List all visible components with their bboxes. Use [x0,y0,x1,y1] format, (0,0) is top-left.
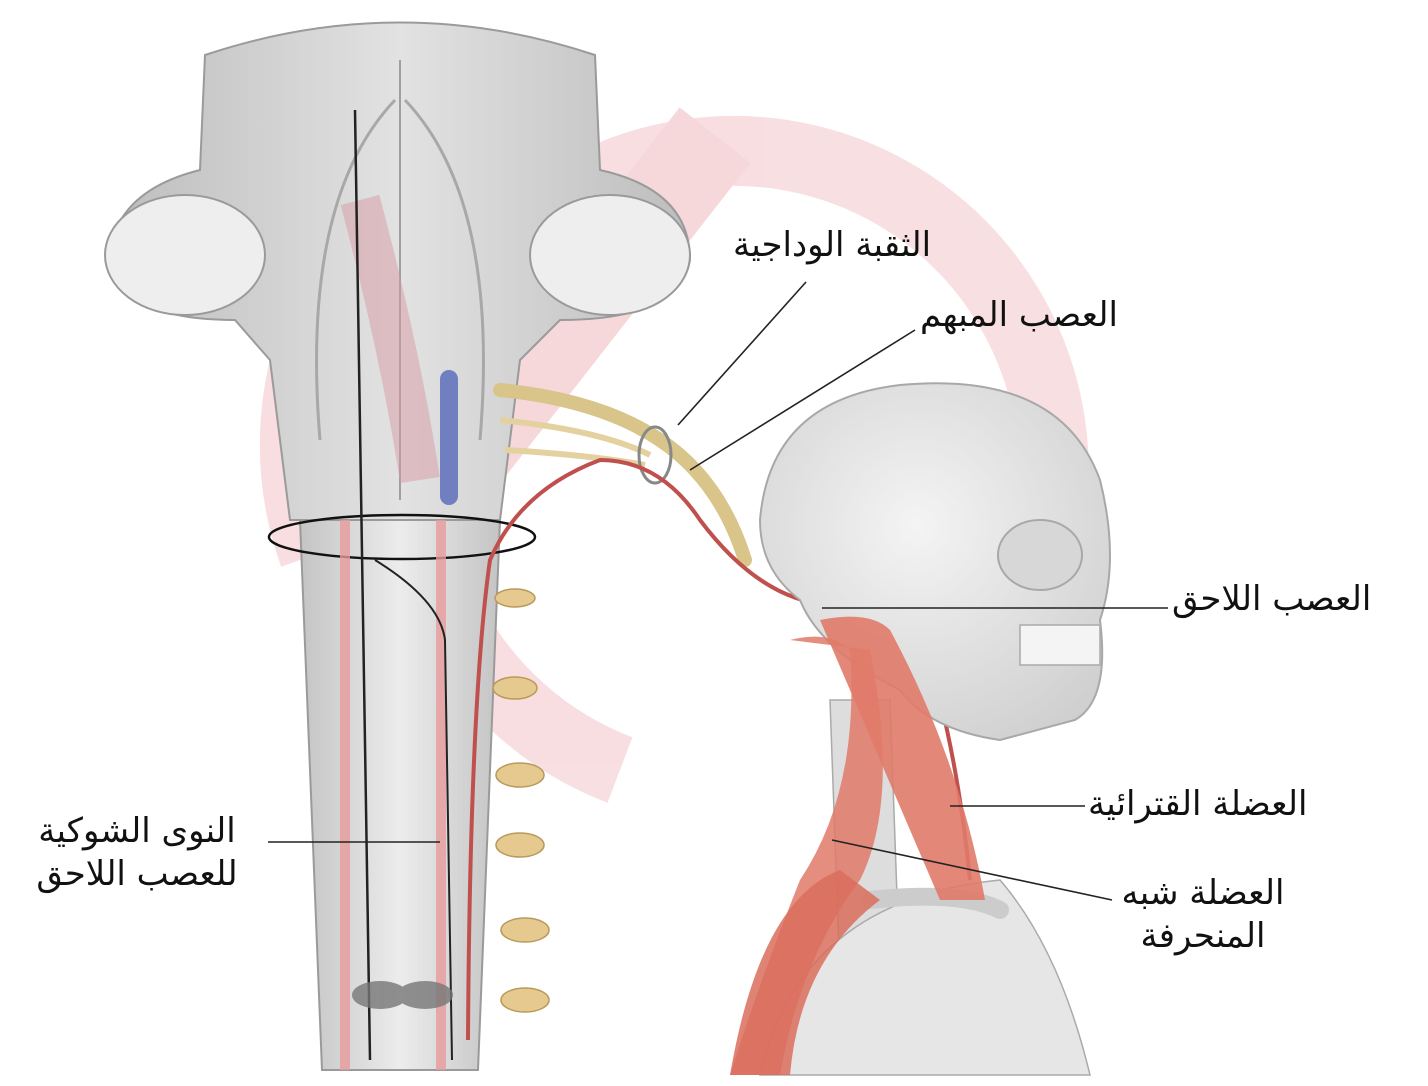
skull [760,383,1110,740]
label-spinal-nuclei-line2: للعصب اللاحق [12,853,262,896]
label-vagus-nerve: العصب المبهم [920,294,1118,337]
label-spinal-nuclei: النوى الشوكية للعصب اللاحق [12,810,262,895]
leader-jugular [678,282,806,425]
brainstem [105,23,690,521]
label-jugular-foramen: الثقبة الوداجية [733,224,931,267]
label-spinal-nuclei-line1: النوى الشوكية [12,810,262,853]
label-trapezius-line1: العضلة شبه [1118,872,1288,915]
label-sternocleidomastoid: العضلة القترائية [1088,783,1307,826]
label-trapezius: العضلة شبه المنحرفة [1118,872,1288,957]
label-accessory-nerve: العصب اللاحق [1172,578,1371,621]
label-trapezius-line2: المنحرفة [1118,915,1288,958]
